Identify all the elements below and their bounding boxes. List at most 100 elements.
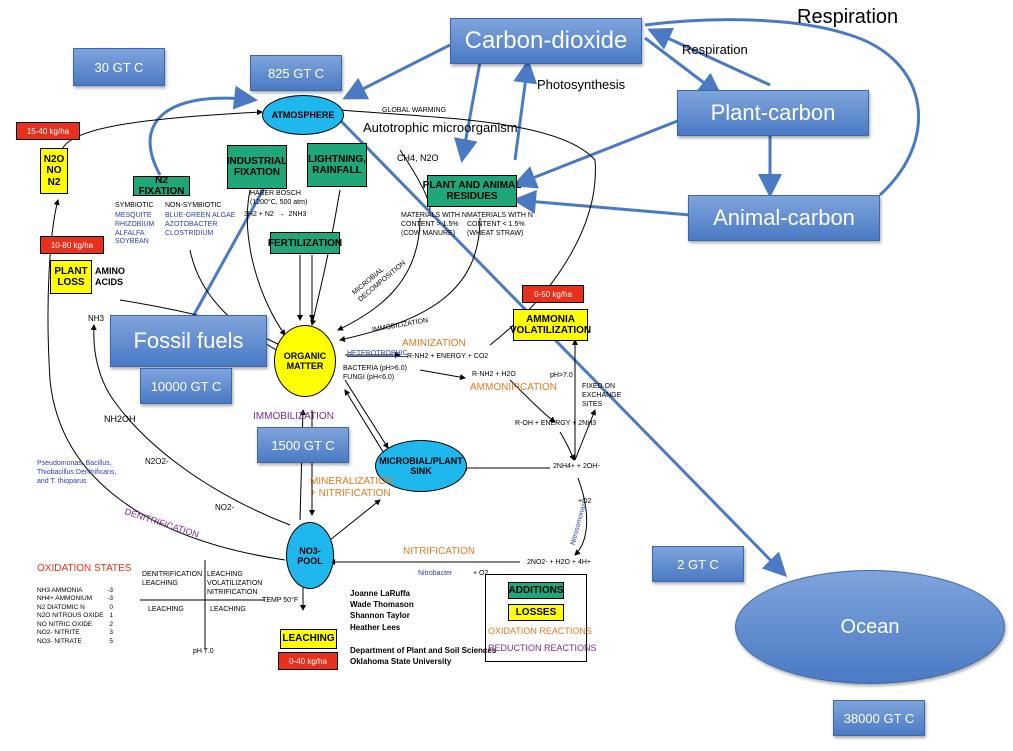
oxidation-states-title: OXIDATION STATES (37, 563, 132, 574)
respiration-label-small: Respiration (682, 42, 748, 57)
oxidation-value: 2 (109, 620, 113, 628)
oxidation-formula: NO2- NITRITE (37, 629, 80, 637)
oxidation-formula: NH4+ AMMONIUM (37, 595, 93, 603)
atmosphere-node: ATMOSPHERE (262, 95, 344, 135)
gt-1500-box: 1500 GT C (257, 427, 349, 463)
legend-additions: ADDITIONS (508, 582, 564, 599)
symbiotic-label: SYMBIOTIC (115, 202, 154, 209)
symbiotic-list: MESQUITE RHIZOBIUM ALFALFA SOYBEAN (115, 212, 155, 246)
pseudomonas-label: Pseudomonas, Bacillus, Thiobacillus Deni… (37, 460, 117, 485)
co2-to-residues-arrow (453, 61, 482, 163)
aminization-equation: R-NH2 + ENERGY + CO2 (407, 353, 489, 360)
nitrification-label: NITRIFICATION (403, 546, 476, 557)
loss-10-80-badge: 10-80 kg/ha (40, 236, 104, 254)
quadrant-bottom-right: LEACHING (210, 606, 246, 613)
bacteria-fungi-label: BACTERIA (pH>6.0) FUNGI (pH<6.0) (343, 365, 407, 381)
ph7-label: pH 7.0 (193, 648, 214, 655)
aminization-label: AMINIZATION (402, 338, 466, 349)
plant-to-residues-arrow (512, 118, 681, 189)
oxidation-row: N2O NITROUS OXIDE 1 (37, 612, 113, 620)
legend-losses: LOSSES (508, 604, 564, 621)
microbial-plant-sink-node: MICROBIAL/PLANT SINK (375, 440, 467, 492)
haber-equation: 3H2 + N2 → 2NH3 (244, 211, 307, 218)
oxidation-row: NO2- NITRITE 3 (37, 629, 113, 637)
gt-10000-box: 10000 GT C (140, 368, 232, 404)
n2-fixation-curve-arrow (148, 85, 258, 176)
ocean-ellipse: Ocean (735, 570, 1005, 684)
residues-to-co2-arrow (513, 59, 538, 161)
fossil-fuels-box: Fossil fuels (110, 315, 267, 367)
plant-loss-box: PLANT LOSS (50, 260, 92, 294)
mineralization-label: MINERALIZATION + NITRIFICATION (310, 476, 394, 499)
co2-to-atmosphere-arrow (342, 43, 451, 100)
plant-to-co2-arrow (647, 27, 771, 87)
gt-38000-box: 38000 GT C (833, 700, 925, 736)
quadrant-top-left: DENITRIFICATION LEACHING (142, 571, 203, 587)
nonsymbiotic-list: BLUE-GREEN ALGAE AZOTOBACTER CLOSTRIDIUM (165, 212, 236, 237)
atmosphere-to-ocean-arrow (338, 118, 788, 578)
oxidation-value: 5 (109, 637, 113, 645)
gt-825-box: 825 GT C (250, 55, 342, 91)
roh-equation: R-OH + ENERGY + 2NH3 (515, 420, 597, 427)
o2-right-label: +O2 (578, 498, 592, 505)
oxidation-formula: NO3- NITRATE (37, 637, 82, 645)
amino-acids-label: AMINO ACIDS (95, 266, 125, 287)
legend-box: ADDITIONS LOSSES OXIDATION REACTIONS RED… (485, 574, 597, 662)
ammonification-label: AMMONIFICATION (470, 382, 558, 393)
oxidation-formula: NO NITRIC OXIDE (37, 620, 93, 628)
oxidation-value: 0 (109, 603, 113, 611)
o2-bottom-label: + O2 (473, 570, 489, 577)
fixed-exchange-label: FIXED ON EXCHANGE SITES (582, 383, 622, 408)
no2-equation: 2NO2- + H2O + 4H+ (527, 559, 592, 566)
legend-reduction: REDUCTION REACTIONS (488, 643, 597, 653)
oxidation-row: NH4+ AMMONIUM -3 (37, 595, 113, 603)
temp-label: TEMP 50°F (262, 597, 299, 604)
oxidation-row: NO3- NITRATE 5 (37, 638, 113, 646)
animal-carbon-box: Animal-carbon (688, 195, 880, 241)
gt-2-box: 2 GT C (652, 546, 744, 582)
legend-oxidation: OXIDATION REACTIONS (488, 626, 592, 636)
global-warming-label: GLOBAL WARMING (382, 107, 447, 114)
immobilization-label: IMMOBILIZATION (253, 411, 334, 422)
ch4-n2o-label: CH4, N2O (397, 153, 439, 163)
n2o-no-n2-box: N2O NO N2 (40, 148, 68, 194)
respiration-curve (644, 18, 921, 197)
industrial-fixation-box: INDUSTRIAL FIXATION (227, 145, 287, 189)
authors-names: Joanne LaRuffa Wade Thomason Shannon Tay… (350, 589, 414, 632)
n2o2-label: N2O2- (145, 457, 169, 466)
oxidation-value: -3 (107, 595, 113, 603)
nitrobacter-label: Nitrobacter (418, 570, 453, 577)
loss-0-50-badge: 0-50 kg/ha (522, 285, 584, 303)
plant-carbon-box: Plant-carbon (677, 90, 869, 136)
n2-fixation-box: N2 FIXATION (133, 175, 190, 197)
haber-bosch-label: HABER BOSCH (1200°C, 500 atm) (250, 190, 308, 206)
nh3-label: NH3 (88, 314, 105, 323)
loss-0-40-badge: 0-40 kg/ha (278, 652, 338, 670)
oxidation-value: -3 (107, 587, 113, 594)
no2-label: NO2- (215, 503, 235, 512)
nh4-equation: 2NH4+ + 2OH- (553, 463, 600, 470)
ph70-right-label: pH>7.0 (550, 372, 573, 379)
oxidation-value: 1 (109, 612, 113, 620)
oxidation-row: N2 DIATOMIC N 0 (37, 604, 113, 612)
heterotrophic-label: HETEROTROPHIC (347, 350, 408, 357)
oxidation-value: 3 (109, 629, 113, 637)
oxidation-formula: N2O NITROUS OXIDE (37, 612, 104, 620)
gt-30-box: 30 GT C (73, 48, 165, 86)
materials-low-label: MATERIALS WITH N CONTENT < 1.5% (WHEAT S… (467, 212, 533, 237)
quadrant-top-right: LEACHING VOLATILIZATION NITRIFICATION (207, 571, 263, 596)
organic-matter-node: ORGANIC MATTER (274, 325, 336, 397)
leaching-box: LEACHING (280, 629, 337, 649)
respiration-label-large: Respiration (797, 6, 899, 28)
oxidation-formula: N2 DIATOMIC N (37, 603, 85, 611)
animal-to-residues-arrow (512, 189, 691, 217)
carbon-dioxide-box: Carbon-dioxide (450, 18, 642, 64)
quadrant-bottom-left: LEACHING (148, 606, 184, 613)
plant-animal-residues-box: PLANT AND ANIMAL RESIDUES (423, 175, 521, 207)
materials-high-label: MATERIALS WITH N CONTENT > 1.5% (COW MAN… (401, 212, 467, 237)
fertilization-box: FERTILIZATION (268, 232, 342, 254)
lightning-rainfall-box: LIGHTNING, RAINFALL (307, 143, 367, 187)
photosynthesis-label: Photosynthesis (537, 77, 626, 92)
oxidation-formula: NH3 AMMONIA (37, 587, 83, 594)
